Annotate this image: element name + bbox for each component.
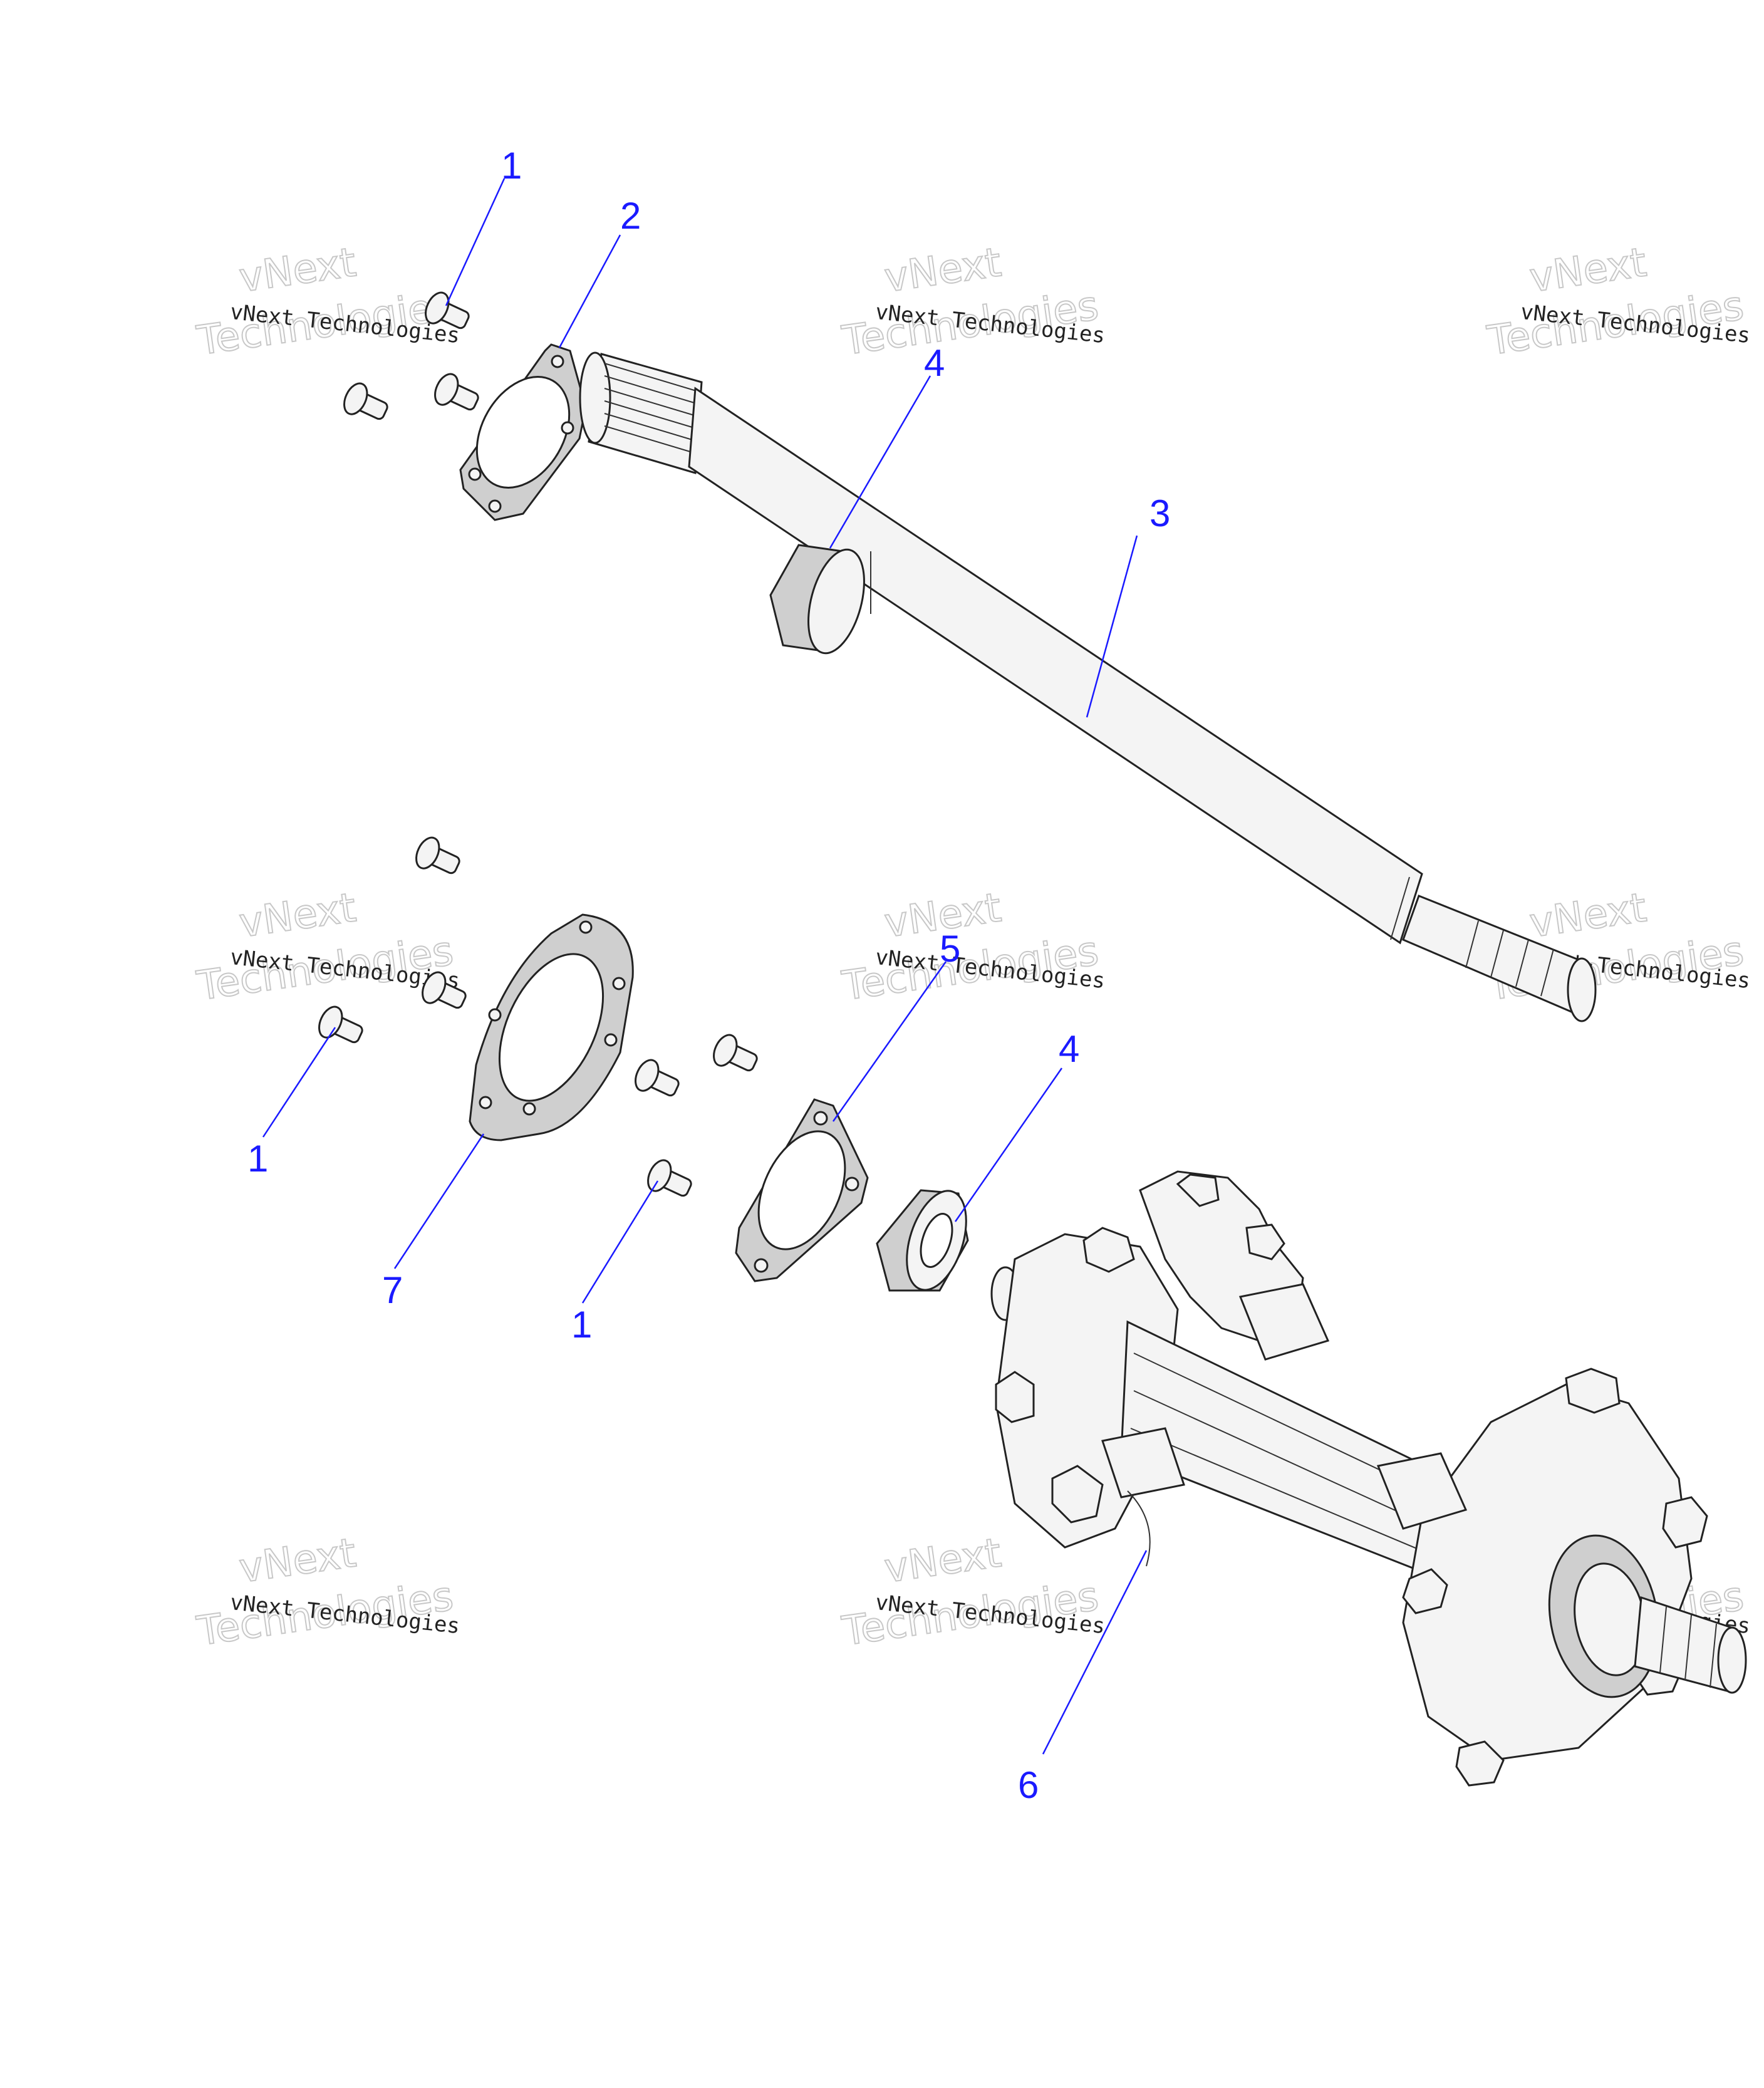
bearing-upper[interactable] [769, 544, 874, 660]
leader-4b [954, 1067, 1063, 1222]
leader-7 [393, 1133, 485, 1269]
leader-5 [832, 961, 947, 1122]
leader-4a [829, 375, 931, 549]
bolt-lower-3[interactable] [314, 1003, 367, 1051]
watermark-big-1: vNext [1527, 239, 1649, 301]
leader-1b [262, 1027, 336, 1138]
bolt-lower-5[interactable] [709, 1031, 762, 1079]
leader-2 [558, 234, 621, 348]
bolt-upper-1[interactable] [421, 289, 474, 336]
watermark-mid-left: vNext Technologies vNext Technologies [194, 884, 461, 1010]
callout-1-left: 1 [247, 1138, 268, 1180]
bolt-lower-2[interactable] [418, 969, 470, 1016]
leader-1a [445, 178, 506, 306]
watermark-big-1: vNext [236, 1530, 358, 1592]
callout-4-top: 4 [924, 342, 945, 384]
watermark-top-right: vNext Technologies vNext Technologies [1484, 239, 1751, 365]
bearing-plate-upper[interactable] [458, 343, 588, 521]
bolt-lower-1[interactable] [412, 834, 464, 881]
callout-6: 6 [1018, 1764, 1039, 1806]
callout-1-center: 1 [571, 1304, 592, 1346]
watermark-top-left: vNext Technologies vNext Technologies [194, 239, 461, 365]
bolt-upper-2[interactable] [340, 380, 392, 427]
callout-1-top: 1 [501, 145, 522, 187]
callout-3: 3 [1149, 492, 1170, 534]
callout-2: 2 [620, 195, 641, 237]
drive-sprocket-assembly[interactable] [990, 1170, 1747, 1787]
callout-4-bottom: 4 [1059, 1028, 1079, 1070]
callout-5: 5 [940, 928, 960, 970]
watermark-big-1: vNext [881, 1530, 1004, 1592]
bolt-lower-6[interactable] [643, 1156, 696, 1204]
watermark-top-center: vNext Technologies vNext Technologies [839, 239, 1106, 365]
watermark-big-1: vNext [236, 239, 358, 301]
drive-shaft[interactable] [579, 351, 1597, 1022]
watermark-big-1: vNext [881, 239, 1004, 301]
bearing-plate-lower[interactable] [735, 1098, 869, 1282]
watermark-big-1: vNext [236, 885, 358, 947]
callout-7: 7 [382, 1269, 403, 1311]
watermark-bottom-left: vNext Technologies vNext Technologies [194, 1529, 461, 1656]
leader-1c [581, 1180, 659, 1304]
bolt-lower-4[interactable] [631, 1056, 683, 1104]
bearing-lower[interactable] [876, 1183, 977, 1297]
watermark-big-1: vNext [1527, 885, 1649, 947]
gasket-plate[interactable] [469, 913, 634, 1141]
bolt-upper-3[interactable] [430, 370, 483, 418]
watermark-mid-center: vNext Technologies vNext Technologies [839, 884, 1106, 1010]
leader-3 [1086, 535, 1138, 718]
leader-6 [1042, 1550, 1148, 1755]
